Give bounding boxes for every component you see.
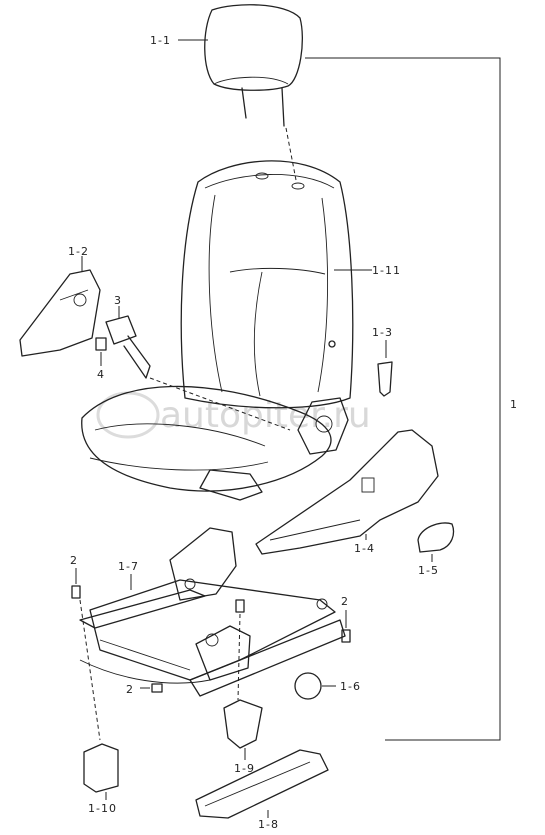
- label-1-9: 1-9: [234, 762, 255, 775]
- cover-1-10: [83, 743, 119, 800]
- label-1-8: 1-8: [258, 818, 279, 830]
- label-1-11: 1-11: [372, 264, 401, 277]
- labels: 1-1 1 1-11 1-2 3 4 1-3 1-4 1-5 1-7 2 2 2…: [68, 34, 518, 831]
- seat-body: [81, 160, 354, 501]
- label-1: 1: [510, 398, 518, 411]
- label-2-bottom: 2: [126, 683, 134, 696]
- cap-1-6: [294, 672, 336, 700]
- knob-and-screw: [95, 306, 151, 379]
- recliner-cover-left: [19, 256, 101, 357]
- assembly-bracket: [305, 57, 501, 741]
- headrest: [204, 4, 303, 181]
- label-2-right: 2: [341, 595, 349, 608]
- cover-1-9: [223, 699, 263, 760]
- label-1-4: 1-4: [354, 542, 375, 555]
- bolts: [71, 568, 351, 741]
- label-1-7: 1-7: [118, 560, 139, 573]
- side-cover: [255, 429, 439, 555]
- label-1-5: 1-5: [418, 564, 439, 577]
- rail-cover-1-8: [195, 749, 329, 819]
- lever-handle: [417, 522, 455, 562]
- seat-frame: [79, 527, 346, 697]
- label-1-2: 1-2: [68, 245, 89, 258]
- label-3: 3: [114, 294, 122, 307]
- label-4: 4: [97, 368, 105, 381]
- label-leaders: [178, 39, 372, 271]
- label-1-10: 1-10: [88, 802, 117, 815]
- label-2-left: 2: [70, 554, 78, 567]
- label-1-6: 1-6: [340, 680, 361, 693]
- lever-cap: [328, 340, 393, 397]
- label-1-3: 1-3: [372, 326, 393, 339]
- label-1-1: 1-1: [150, 34, 171, 47]
